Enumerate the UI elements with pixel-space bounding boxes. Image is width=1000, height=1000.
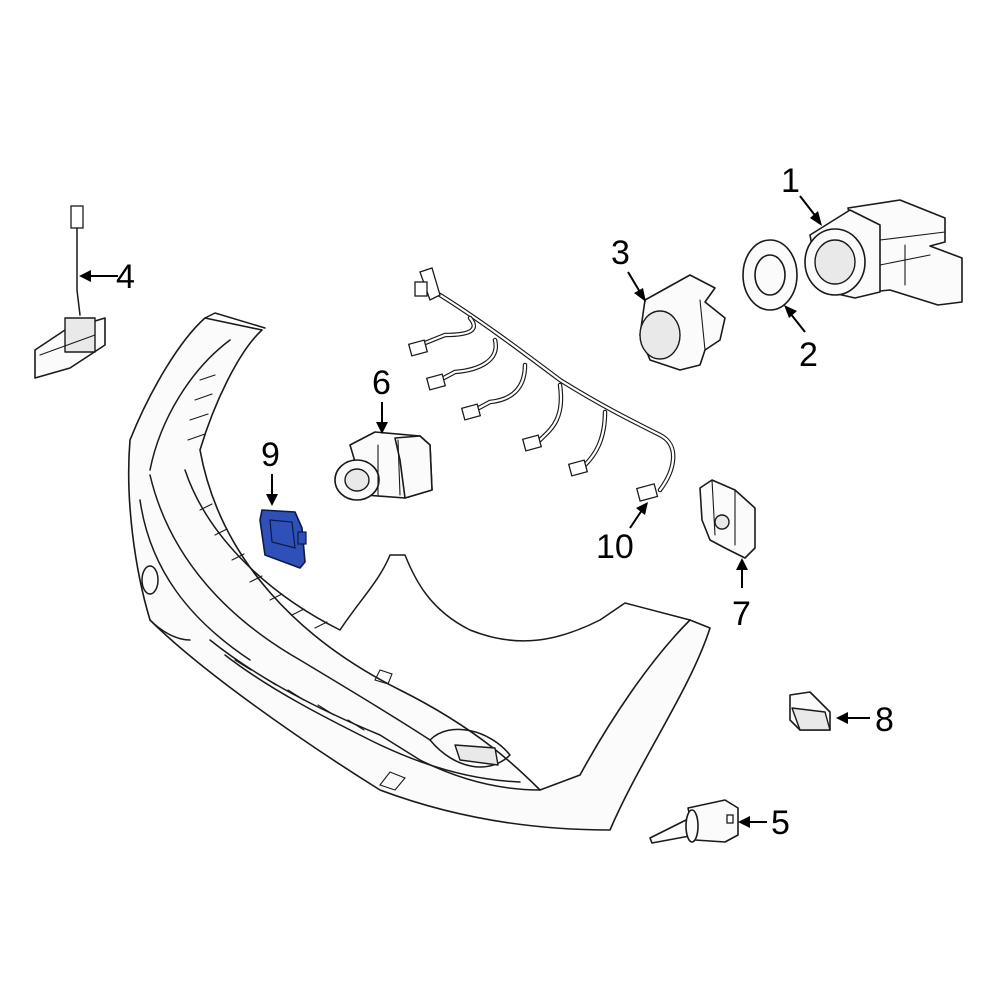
part-7-bracket — [699, 479, 756, 559]
bumper-cover — [127, 312, 711, 831]
callout-9: 9 — [261, 436, 280, 474]
arrow-1 — [799, 195, 818, 219]
arrow-10 — [629, 509, 643, 529]
part-10-harness — [407, 267, 676, 502]
callout-arrows — [79, 195, 870, 828]
arrow-2 — [789, 312, 806, 333]
callout-7: 7 — [732, 595, 751, 633]
part-9-module — [259, 509, 307, 569]
callout-2: 2 — [799, 336, 818, 374]
callout-10: 10 — [596, 528, 634, 566]
part-1-sensor — [804, 199, 963, 306]
part-8-clip — [789, 691, 831, 731]
callout-3: 3 — [611, 234, 630, 272]
callout-labels: 1 2 3 4 5 6 7 8 9 10 — [116, 162, 894, 842]
part-3-holder — [639, 274, 726, 371]
part-2-ring — [742, 239, 798, 311]
callout-6: 6 — [372, 364, 391, 402]
arrow-3 — [627, 271, 641, 293]
part-4-bracket — [34, 205, 106, 379]
callout-1: 1 — [781, 162, 800, 200]
callout-8: 8 — [875, 701, 894, 739]
callout-4: 4 — [116, 258, 135, 296]
callout-5: 5 — [771, 804, 790, 842]
part-5-plug — [649, 799, 739, 844]
part-6-sensor — [334, 431, 433, 501]
